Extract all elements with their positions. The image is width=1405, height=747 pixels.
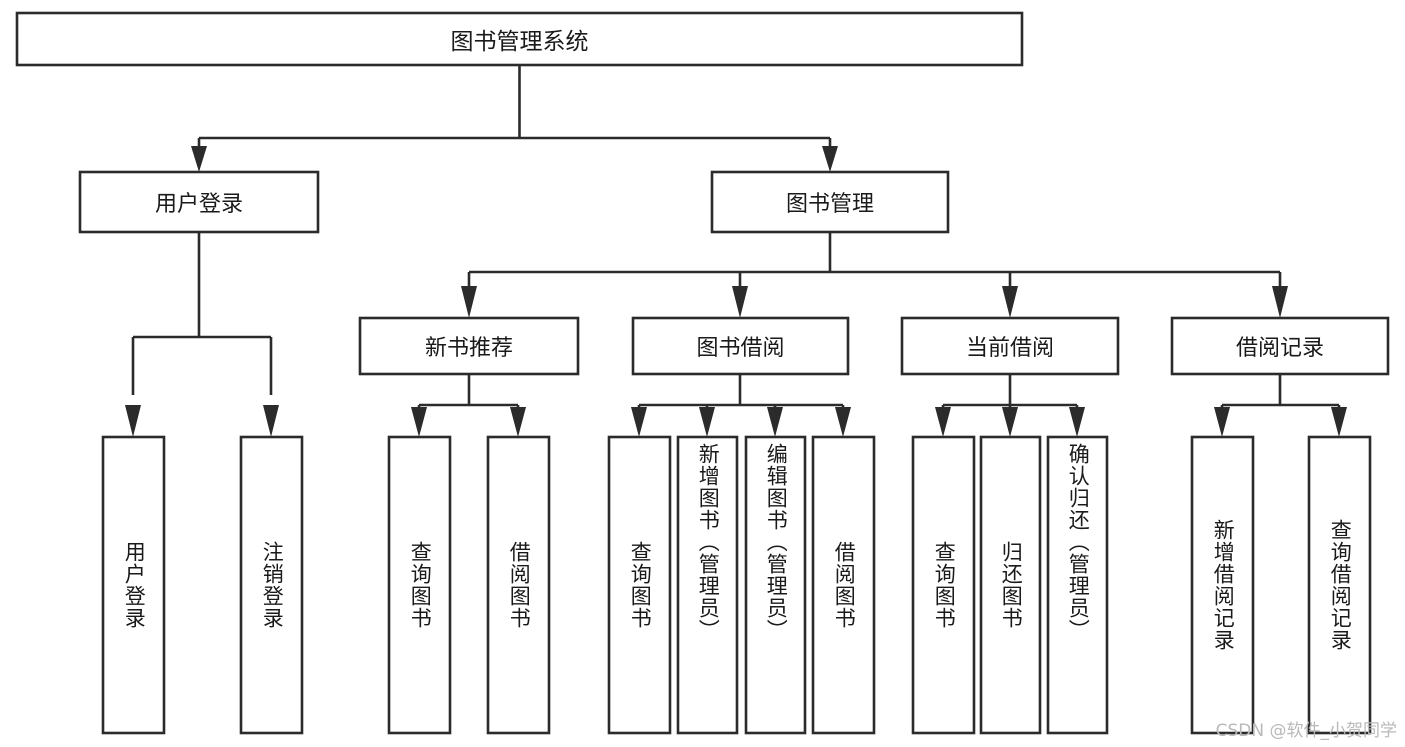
node-box-book-borrow[interactable] [631,316,850,376]
node-box-root[interactable] [15,11,1024,67]
arrow-head-book-borrow [732,286,748,318]
arrow-head-new-book-rec [461,286,477,318]
node-box-leaf-confirm-return[interactable] [1046,435,1109,735]
node-box-leaf-query-record[interactable] [1307,435,1372,735]
node-box-leaf-add-record[interactable] [1190,435,1255,735]
edge-group-current-borrow-children [935,374,1085,437]
arrow-head-user-login [191,146,207,172]
edge-group-new-book-rec-children [411,374,526,437]
node-box-new-book-rec[interactable] [358,316,580,376]
node-box-leaf-add-book[interactable] [676,435,739,735]
arrow-head-leaf-add-record [1214,407,1230,437]
arrow-head-leaf-query-record [1331,407,1347,437]
node-box-leaf-return-book[interactable] [979,435,1042,735]
arrow-head-leaf-add-book [699,407,715,437]
node-box-leaf-user-logout[interactable] [239,435,304,735]
arrow-head-book-manage [822,146,838,172]
edge-group-user-login-children [125,232,279,437]
arrow-head-leaf-borrow-book-2 [835,407,851,437]
arrow-head-leaf-borrow-book-1 [510,407,526,437]
node-box-book-manage[interactable] [710,170,950,234]
node-box-leaf-borrow-book-2[interactable] [811,435,876,735]
arrow-head-leaf-user-logout [263,405,279,437]
node-box-leaf-edit-book[interactable] [744,435,807,735]
node-box-leaf-query-book-2[interactable] [607,435,672,735]
arrow-head-leaf-confirm-return [1069,407,1085,437]
arrow-head-current-borrow [1002,286,1018,318]
edge-group-book-manage-children [461,232,1288,318]
node-box-leaf-query-book-3[interactable] [911,435,976,735]
node-box-user-login[interactable] [78,170,320,234]
node-box-leaf-borrow-book-1[interactable] [486,435,551,735]
edge-group-root-to-level2 [191,65,838,172]
node-box-leaf-query-book-1[interactable] [387,435,452,735]
arrow-head-leaf-return-book [1002,407,1018,437]
node-box-borrow-record[interactable] [1170,316,1390,376]
arrow-head-leaf-edit-book [767,407,783,437]
edge-group-borrow-record-children [1214,374,1347,437]
arrow-head-leaf-query-book-3 [935,407,951,437]
arrow-head-leaf-query-book-2 [631,407,647,437]
node-box-current-borrow[interactable] [900,316,1120,376]
node-box-leaf-user-login[interactable] [101,435,166,735]
arrow-head-leaf-query-book-1 [411,407,427,437]
arrow-head-leaf-user-login [125,405,141,437]
arrow-head-borrow-record [1272,286,1288,318]
edge-group-book-borrow-children [631,374,851,437]
